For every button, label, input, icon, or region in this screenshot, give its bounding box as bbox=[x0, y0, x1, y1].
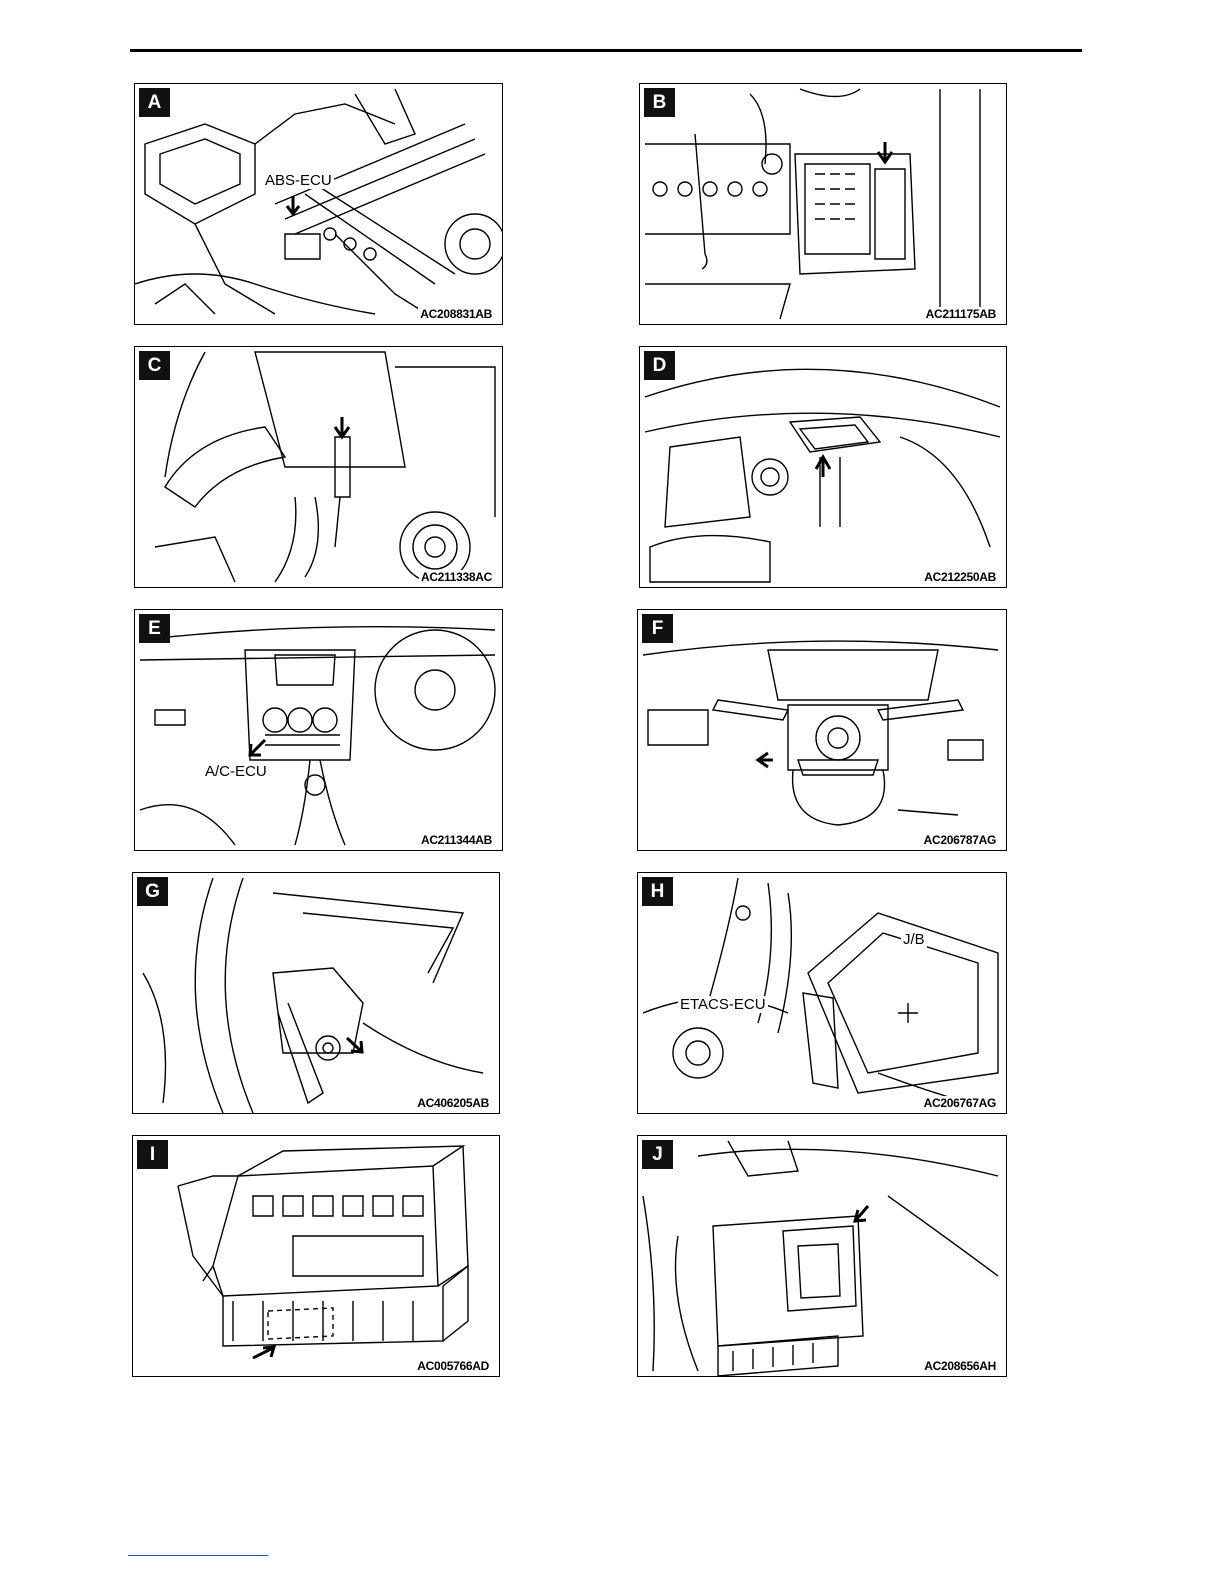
figure-panel-j: J AC208656AH bbox=[637, 1135, 1007, 1377]
figure-panel-i: I AC005766AD bbox=[132, 1135, 500, 1377]
center-console-illustration bbox=[135, 610, 503, 851]
panel-e-code: AC211344AB bbox=[419, 833, 494, 847]
ignition-area-illustration bbox=[133, 873, 500, 1114]
figure-panel-b: B AC211175AB bbox=[639, 83, 1007, 325]
panel-h-label: H bbox=[642, 877, 673, 906]
steering-column-switch-illustration bbox=[638, 610, 1007, 851]
panel-i-code: AC005766AD bbox=[415, 1359, 491, 1373]
junction-block-illustration bbox=[638, 873, 1007, 1114]
panel-g-label: G bbox=[137, 877, 168, 906]
panel-d-code: AC212250AB bbox=[922, 570, 998, 584]
panel-d-label: D bbox=[644, 351, 675, 380]
figure-panel-c: C AC211338AC bbox=[134, 346, 503, 588]
heater-unit-illustration bbox=[133, 1136, 500, 1377]
figure-panel-g: G AC406205AB bbox=[132, 872, 500, 1114]
header-rule bbox=[130, 49, 1082, 52]
fuse-box-illustration bbox=[640, 84, 1007, 325]
panel-g-code: AC406205AB bbox=[415, 1096, 491, 1110]
figure-panel-h: H ETACS-ECU J/B AC206767AG bbox=[637, 872, 1007, 1114]
panel-c-code: AC211338AC bbox=[419, 570, 494, 584]
figure-panel-e: E A/C-ECU AC211344AB bbox=[134, 609, 503, 851]
panel-b-code: AC211175AB bbox=[924, 307, 998, 321]
panel-f-label: F bbox=[642, 614, 673, 643]
ac-ecu-callout: A/C-ECU bbox=[203, 763, 269, 780]
figure-panel-f: F AC206787AG bbox=[637, 609, 1007, 851]
figure-panel-a: A ABS-ECU AC208831AB bbox=[134, 83, 503, 325]
panel-b-label: B bbox=[644, 88, 675, 117]
panel-a-label: A bbox=[139, 88, 170, 117]
footer-rule bbox=[128, 1555, 268, 1556]
panel-f-code: AC206787AG bbox=[922, 833, 998, 847]
panel-h-code: AC206767AG bbox=[922, 1096, 998, 1110]
panel-i-label: I bbox=[137, 1140, 168, 1169]
panel-c-label: C bbox=[139, 351, 170, 380]
engine-bay-illustration bbox=[135, 84, 503, 325]
jb-callout: J/B bbox=[901, 931, 927, 948]
abs-ecu-callout: ABS-ECU bbox=[263, 172, 334, 189]
under-dash-illustration bbox=[135, 347, 503, 588]
dash-interior-illustration bbox=[640, 347, 1007, 588]
etacs-ecu-callout: ETACS-ECU bbox=[678, 996, 768, 1013]
glove-box-area-illustration bbox=[638, 1136, 1007, 1377]
panel-j-label: J bbox=[642, 1140, 673, 1169]
panel-a-code: AC208831AB bbox=[418, 307, 494, 321]
panel-e-label: E bbox=[139, 614, 170, 643]
panel-j-code: AC208656AH bbox=[922, 1359, 998, 1373]
figure-panel-d: D AC212250AB bbox=[639, 346, 1007, 588]
